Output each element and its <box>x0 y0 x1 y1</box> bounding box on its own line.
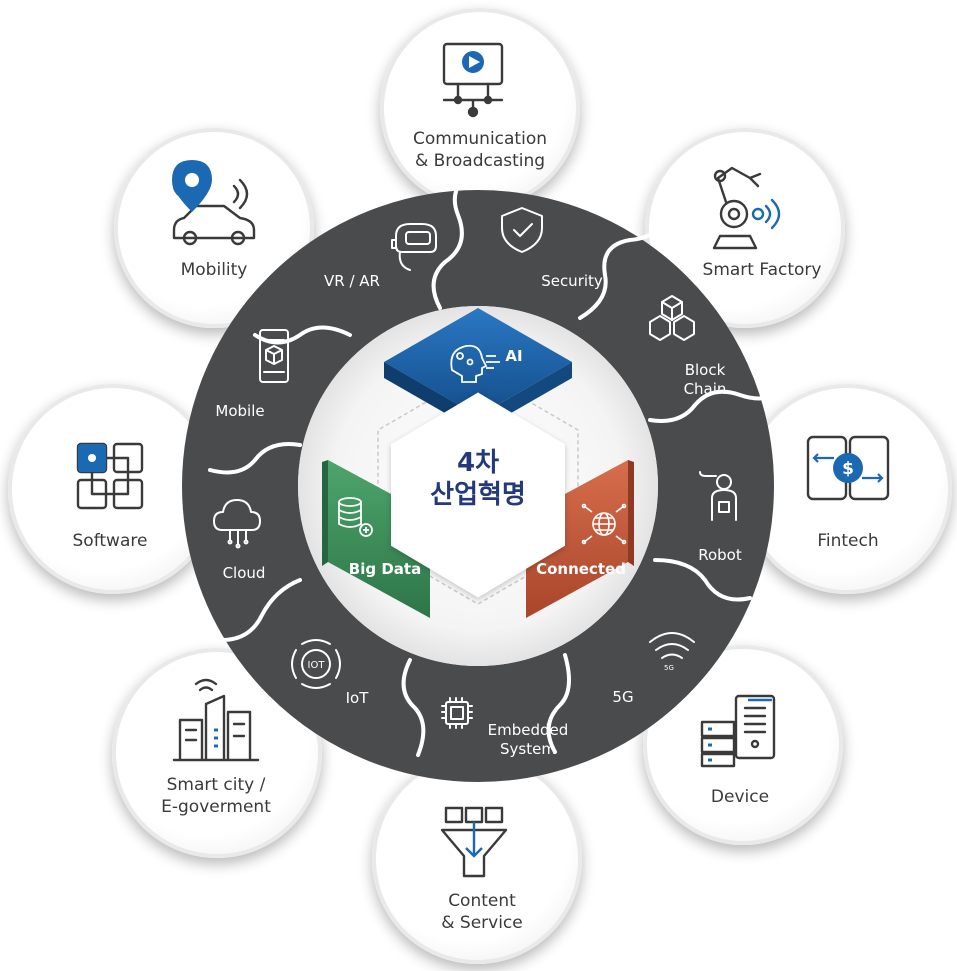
dollar-coin-icon <box>833 453 863 483</box>
accent-marks: $ <box>78 51 884 858</box>
iot-icon <box>291 639 341 689</box>
outer-label-content: Content & Service <box>441 891 523 933</box>
down-arrow-icon <box>465 822 483 858</box>
chip-icon <box>441 697 473 729</box>
exchange-arrows-icon <box>812 453 884 483</box>
database-icon <box>338 497 373 537</box>
ring-separators <box>208 178 777 757</box>
outer-label-software: Software <box>72 531 148 551</box>
cloud-icon <box>213 499 261 549</box>
shield-check-icon <box>501 207 543 253</box>
iot-icon-text: IOT <box>308 660 326 671</box>
outer-label-mobility: Mobility <box>180 260 248 280</box>
ai-head-icon <box>450 344 500 383</box>
ring-label-block-chain: Block Chain <box>683 361 727 398</box>
hex-guide <box>377 371 579 605</box>
signal-waves-icon <box>764 198 781 230</box>
outer-circle-communication <box>380 8 580 208</box>
ring-label-embedded: Embedded System <box>487 721 569 758</box>
globe-network-icon <box>581 503 627 545</box>
outer-label-fintech: Fintech <box>817 531 879 551</box>
city-icon <box>172 678 260 762</box>
ring-label-cloud: Cloud <box>222 564 266 582</box>
connected-tile <box>526 460 634 618</box>
ring-label-iot: IoT <box>345 689 369 707</box>
svg-text:$: $ <box>842 459 854 479</box>
center-title-line1: 4차 <box>456 448 499 478</box>
mobile-cube-icon <box>259 329 289 383</box>
outer-circle-content <box>372 754 582 964</box>
ring-label-security: Security <box>541 272 603 290</box>
center-hexagon <box>391 392 565 598</box>
blocks-icon <box>649 295 695 341</box>
robot-arm-icon <box>712 166 762 250</box>
dark-ring <box>182 190 774 782</box>
center-title-line2: 산업혁명 <box>430 480 526 510</box>
outer-label-device: Device <box>710 787 770 807</box>
connected-label: Connected <box>536 560 626 578</box>
wifi-5g-icon-text: 5G <box>664 664 674 672</box>
ring-label-robot: Robot <box>698 546 742 564</box>
outer-label-smart-factory: Smart Factory <box>702 260 822 280</box>
wifi-5g-icon <box>649 632 695 659</box>
big-data-tile <box>322 460 430 618</box>
outer-label-smart-city: Smart city / E-goverment <box>161 775 271 817</box>
big-data-label: Big Data <box>348 560 422 578</box>
vr-headset-icon <box>391 223 437 271</box>
ring-label-mobile: Mobile <box>215 402 265 420</box>
ai-label: AI <box>505 347 523 365</box>
outer-label-communication: Communication & Broadcasting <box>413 129 547 171</box>
monitor-play-icon <box>442 42 504 118</box>
robot-icon <box>699 471 737 521</box>
ring-label-5g: 5G <box>612 688 634 706</box>
car-location-icon <box>172 178 256 246</box>
server-icon <box>700 694 776 768</box>
ring-label-vr-ar: VR / AR <box>324 272 380 290</box>
